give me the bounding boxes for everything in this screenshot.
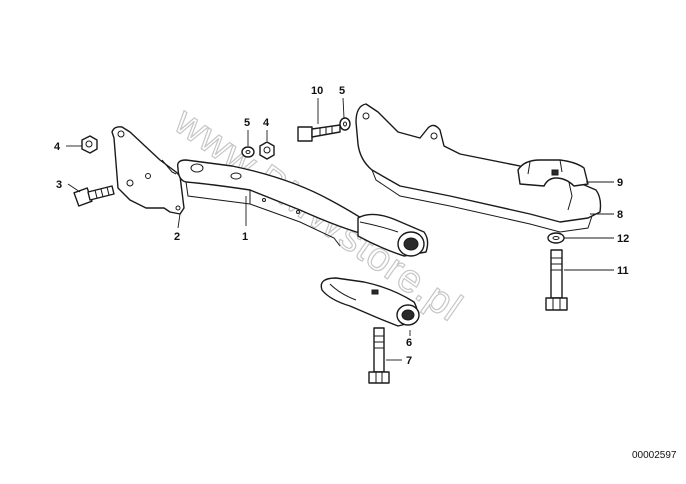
callout-5a: 5	[244, 117, 250, 129]
bolt-7[interactable]	[368, 327, 390, 384]
mounting-plate[interactable]	[111, 126, 185, 215]
bolt-11[interactable]	[545, 249, 568, 311]
callout-9: 9	[617, 177, 623, 189]
lower-clamp[interactable]	[320, 277, 420, 327]
callout-6: 6	[406, 337, 412, 349]
upper-clamp[interactable]	[517, 159, 589, 187]
leader-2	[177, 213, 181, 229]
callout-7: 7	[406, 355, 412, 367]
washer-5-middle[interactable]	[241, 146, 255, 158]
callout-8: 8	[617, 209, 623, 221]
washer-5-top[interactable]	[339, 117, 351, 131]
leader-lines	[66, 97, 614, 361]
washer-12[interactable]	[547, 232, 565, 244]
bolt-3[interactable]	[73, 185, 115, 207]
callout-numbers: 1 2 3 4 4 5 5 6 7 8 9 10 11 12	[54, 85, 629, 367]
diagram-id: 00002597	[632, 450, 677, 461]
callout-10: 10	[311, 85, 323, 97]
bolt-10[interactable]	[297, 124, 341, 142]
callout-1: 1	[242, 231, 248, 243]
callout-4a: 4	[54, 141, 61, 153]
callout-12: 12	[617, 233, 629, 245]
callout-4b: 4	[263, 117, 270, 129]
callout-11: 11	[617, 265, 629, 277]
nut-4-left[interactable]	[81, 135, 98, 154]
leader-3	[67, 183, 81, 193]
callout-2: 2	[174, 231, 180, 243]
callout-5b: 5	[339, 85, 345, 97]
nut-4-middle[interactable]	[259, 141, 275, 160]
leader-5b	[342, 97, 345, 119]
rubber-mount-block[interactable]	[357, 213, 429, 257]
callout-3: 3	[56, 179, 62, 191]
